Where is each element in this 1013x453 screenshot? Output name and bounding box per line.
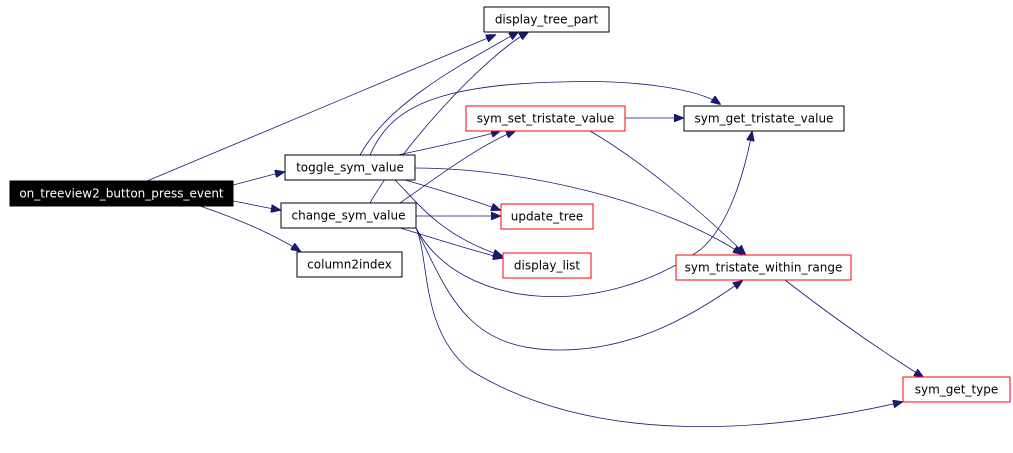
nodes-layer: on_treeview2_button_press_event display_t…: [9, 6, 1011, 403]
edge-toggle_sym_value-to-update_tree: [404, 179, 500, 210]
node-box: [9, 180, 234, 207]
node-label: toggle_sym_value: [296, 161, 404, 175]
edge-on_treeview2_button_press_event-to-display_tree_part: [146, 35, 495, 182]
edge-toggle_sym_value-to-display_list: [394, 179, 502, 256]
edge-toggle_sym_value-to-sym_set_tristate_value: [397, 131, 500, 156]
node-label: sym_tristate_within_range: [685, 261, 843, 275]
node-column2index[interactable]: column2index: [296, 251, 403, 278]
node-sym_tristate_within_range[interactable]: sym_tristate_within_range: [675, 254, 852, 281]
node-label: sym_get_type: [915, 383, 999, 397]
node-label: display_tree_part: [495, 13, 599, 27]
node-label: sym_set_tristate_value: [477, 112, 615, 126]
node-change_sym_value[interactable]: change_sym_value: [280, 202, 417, 229]
edges-layer: [146, 32, 923, 427]
node-box: [284, 154, 416, 181]
edge-change_sym_value-to-sym_get_tristate_value: [415, 132, 752, 297]
node-box: [902, 376, 1011, 403]
node-sym_set_tristate_value[interactable]: sym_set_tristate_value: [465, 105, 626, 132]
node-box: [502, 252, 592, 279]
node-sym_get_type[interactable]: sym_get_type: [902, 376, 1011, 403]
node-box: [280, 202, 417, 229]
edge-change_sym_value-to-display_list: [399, 227, 502, 258]
edge-toggle_sym_value-to-sym_tristate_within_range: [414, 167, 742, 254]
node-label: change_sym_value: [292, 209, 406, 223]
edge-change_sym_value-to-display_tree_part: [369, 32, 528, 204]
node-box: [483, 6, 610, 33]
node-box: [500, 203, 594, 230]
node-sym_get_tristate_value[interactable]: sym_get_tristate_value: [683, 105, 845, 132]
edge-on_treeview2_button_press_event-to-change_sym_value: [232, 200, 280, 210]
node-label: sym_get_tristate_value: [695, 112, 834, 126]
node-label: display_list: [514, 259, 581, 273]
node-update_tree[interactable]: update_tree: [500, 203, 594, 230]
node-display_list[interactable]: display_list: [502, 252, 592, 279]
node-box: [465, 105, 626, 132]
node-label: update_tree: [511, 210, 583, 224]
edge-sym_set_tristate_value-to-sym_tristate_within_range: [589, 130, 745, 254]
edge-change_sym_value-to-sym_get_type: [415, 227, 902, 427]
node-on_treeview2_button_press_event: on_treeview2_button_press_event: [9, 180, 234, 207]
node-toggle_sym_value[interactable]: toggle_sym_value: [284, 154, 416, 181]
edge-on_treeview2_button_press_event-to-toggle_sym_value: [232, 172, 284, 186]
edge-change_sym_value-to-sym_set_tristate_value: [399, 131, 515, 204]
node-box: [675, 254, 852, 281]
edge-sym_tristate_within_range-to-sym_get_type: [784, 279, 923, 377]
edge-toggle_sym_value-to-display_tree_part: [359, 32, 518, 156]
edge-on_treeview2_button_press_event-to-column2index: [199, 205, 300, 251]
node-box: [296, 251, 403, 278]
edge-change_sym_value-to-sym_tristate_within_range: [415, 227, 742, 351]
node-display_tree_part[interactable]: display_tree_part: [483, 6, 610, 33]
node-box: [683, 105, 845, 132]
node-label: on_treeview2_button_press_event: [19, 187, 224, 201]
edge-toggle_sym_value-to-sym_get_tristate_value: [369, 81, 720, 156]
node-label: column2index: [307, 258, 392, 272]
